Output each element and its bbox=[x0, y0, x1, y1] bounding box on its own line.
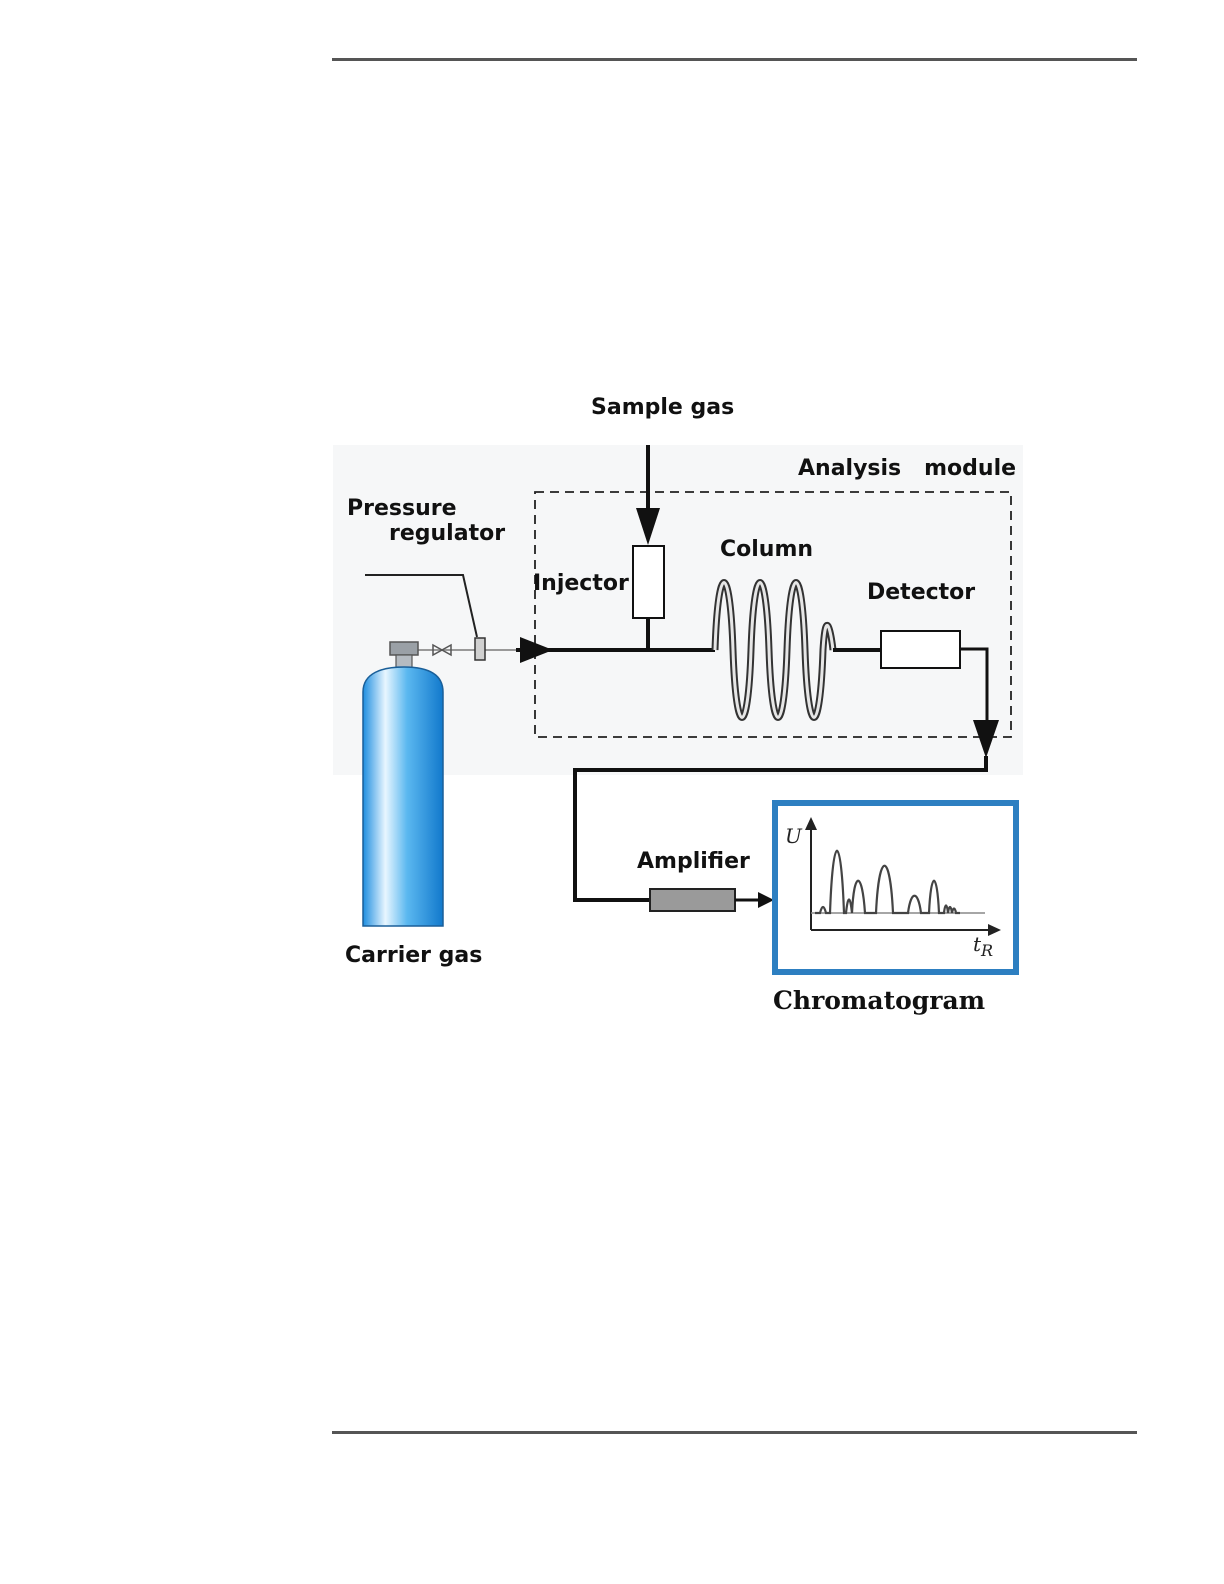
amplifier-box bbox=[650, 889, 735, 911]
detector-label: Detector bbox=[867, 580, 975, 605]
amplifier-arrowhead bbox=[758, 892, 774, 908]
pressure-regulator-label-line2: regulator bbox=[389, 521, 505, 546]
detector-box bbox=[881, 631, 960, 668]
sample-gas-label: Sample gas bbox=[591, 395, 734, 420]
carrier-gas-label: Carrier gas bbox=[345, 943, 482, 968]
injector-box bbox=[633, 546, 664, 618]
gas-cylinder-icon bbox=[363, 642, 443, 926]
column-label: Column bbox=[720, 537, 813, 562]
chromatogram-y-label: U bbox=[785, 824, 803, 848]
chromatogram-x-subscript: R bbox=[980, 941, 993, 960]
pressure-regulator-icon bbox=[475, 638, 485, 660]
chromatogram-label: Chromatogram bbox=[773, 986, 985, 1015]
amplifier-label: Amplifier bbox=[637, 849, 750, 874]
analysis-module-label: Analysis module bbox=[798, 456, 1016, 481]
pressure-regulator-label-line1: Pressure bbox=[347, 496, 457, 521]
injector-label: Injector bbox=[533, 571, 629, 596]
